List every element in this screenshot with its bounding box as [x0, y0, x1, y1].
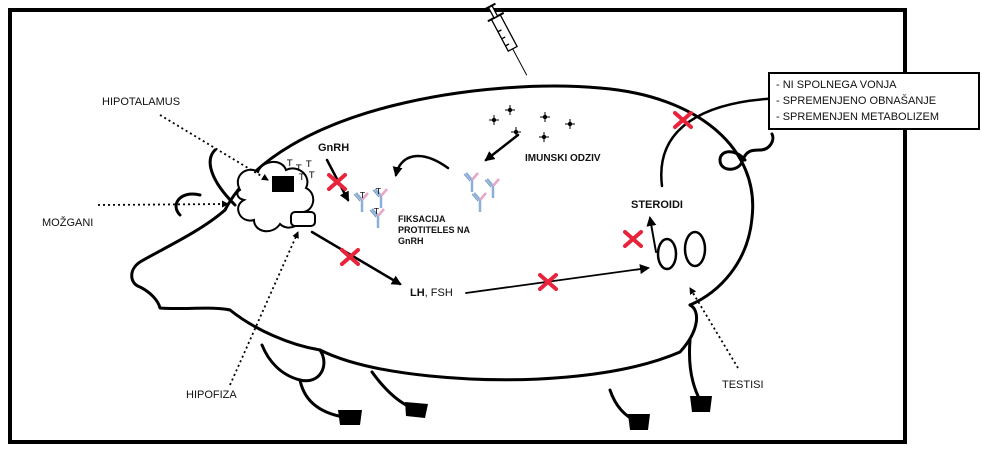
- svg-text:T: T: [359, 191, 365, 200]
- svg-text:T: T: [308, 171, 315, 181]
- svg-text:T: T: [305, 160, 312, 170]
- syringe-icon: [482, 2, 535, 79]
- svg-text:T: T: [286, 159, 293, 169]
- effects-box: - NI SPOLNEGA VONJA - SPREMENJENO OBNAŠA…: [768, 72, 980, 130]
- pig-tail: [720, 134, 773, 169]
- label-lh: LH: [410, 287, 425, 299]
- label-steroidi: STEROIDI: [631, 199, 683, 211]
- pig-hooves: [338, 396, 712, 430]
- label-fsh: , FSH: [425, 287, 453, 299]
- antibody-icon: [464, 173, 499, 212]
- svg-text:T: T: [373, 207, 379, 216]
- svg-text:T: T: [298, 173, 305, 183]
- svg-text:T: T: [375, 187, 381, 196]
- label-fiksacija-line2: PROTITELES NA: [398, 225, 470, 236]
- label-hipotalamus: HIPOTALAMUS: [102, 96, 180, 108]
- label-fiksacija-line1: FIKSACIJA: [398, 214, 470, 225]
- effect-item: - SPREMENJENO OBNAŠANJE: [776, 93, 972, 109]
- bound-antibodies: T T T: [354, 187, 387, 228]
- effect-item: - NI SPOLNEGA VONJA: [776, 77, 972, 93]
- label-testisi: TESTISI: [722, 379, 764, 391]
- label-fiksacija-line3: GnRH: [398, 236, 470, 247]
- label-lh-fsh: LH, FSH: [410, 287, 453, 299]
- testes: [658, 232, 705, 269]
- antigen-icon: [489, 105, 575, 142]
- label-gnrh: GnRH: [318, 142, 349, 154]
- label-mozgani: MOŽGANI: [42, 217, 93, 229]
- pituitary-gland: [291, 212, 315, 226]
- label-hipofiza: HIPOFIZA: [186, 389, 237, 401]
- effect-item: - SPREMENJEN METABOLIZEM: [776, 109, 972, 125]
- label-imunski-odziv: IMUNSKI ODZIV: [525, 153, 601, 164]
- label-fiksacija: FIKSACIJA PROTITELES NA GnRH: [398, 214, 470, 247]
- hypothalamus-block: [272, 176, 294, 192]
